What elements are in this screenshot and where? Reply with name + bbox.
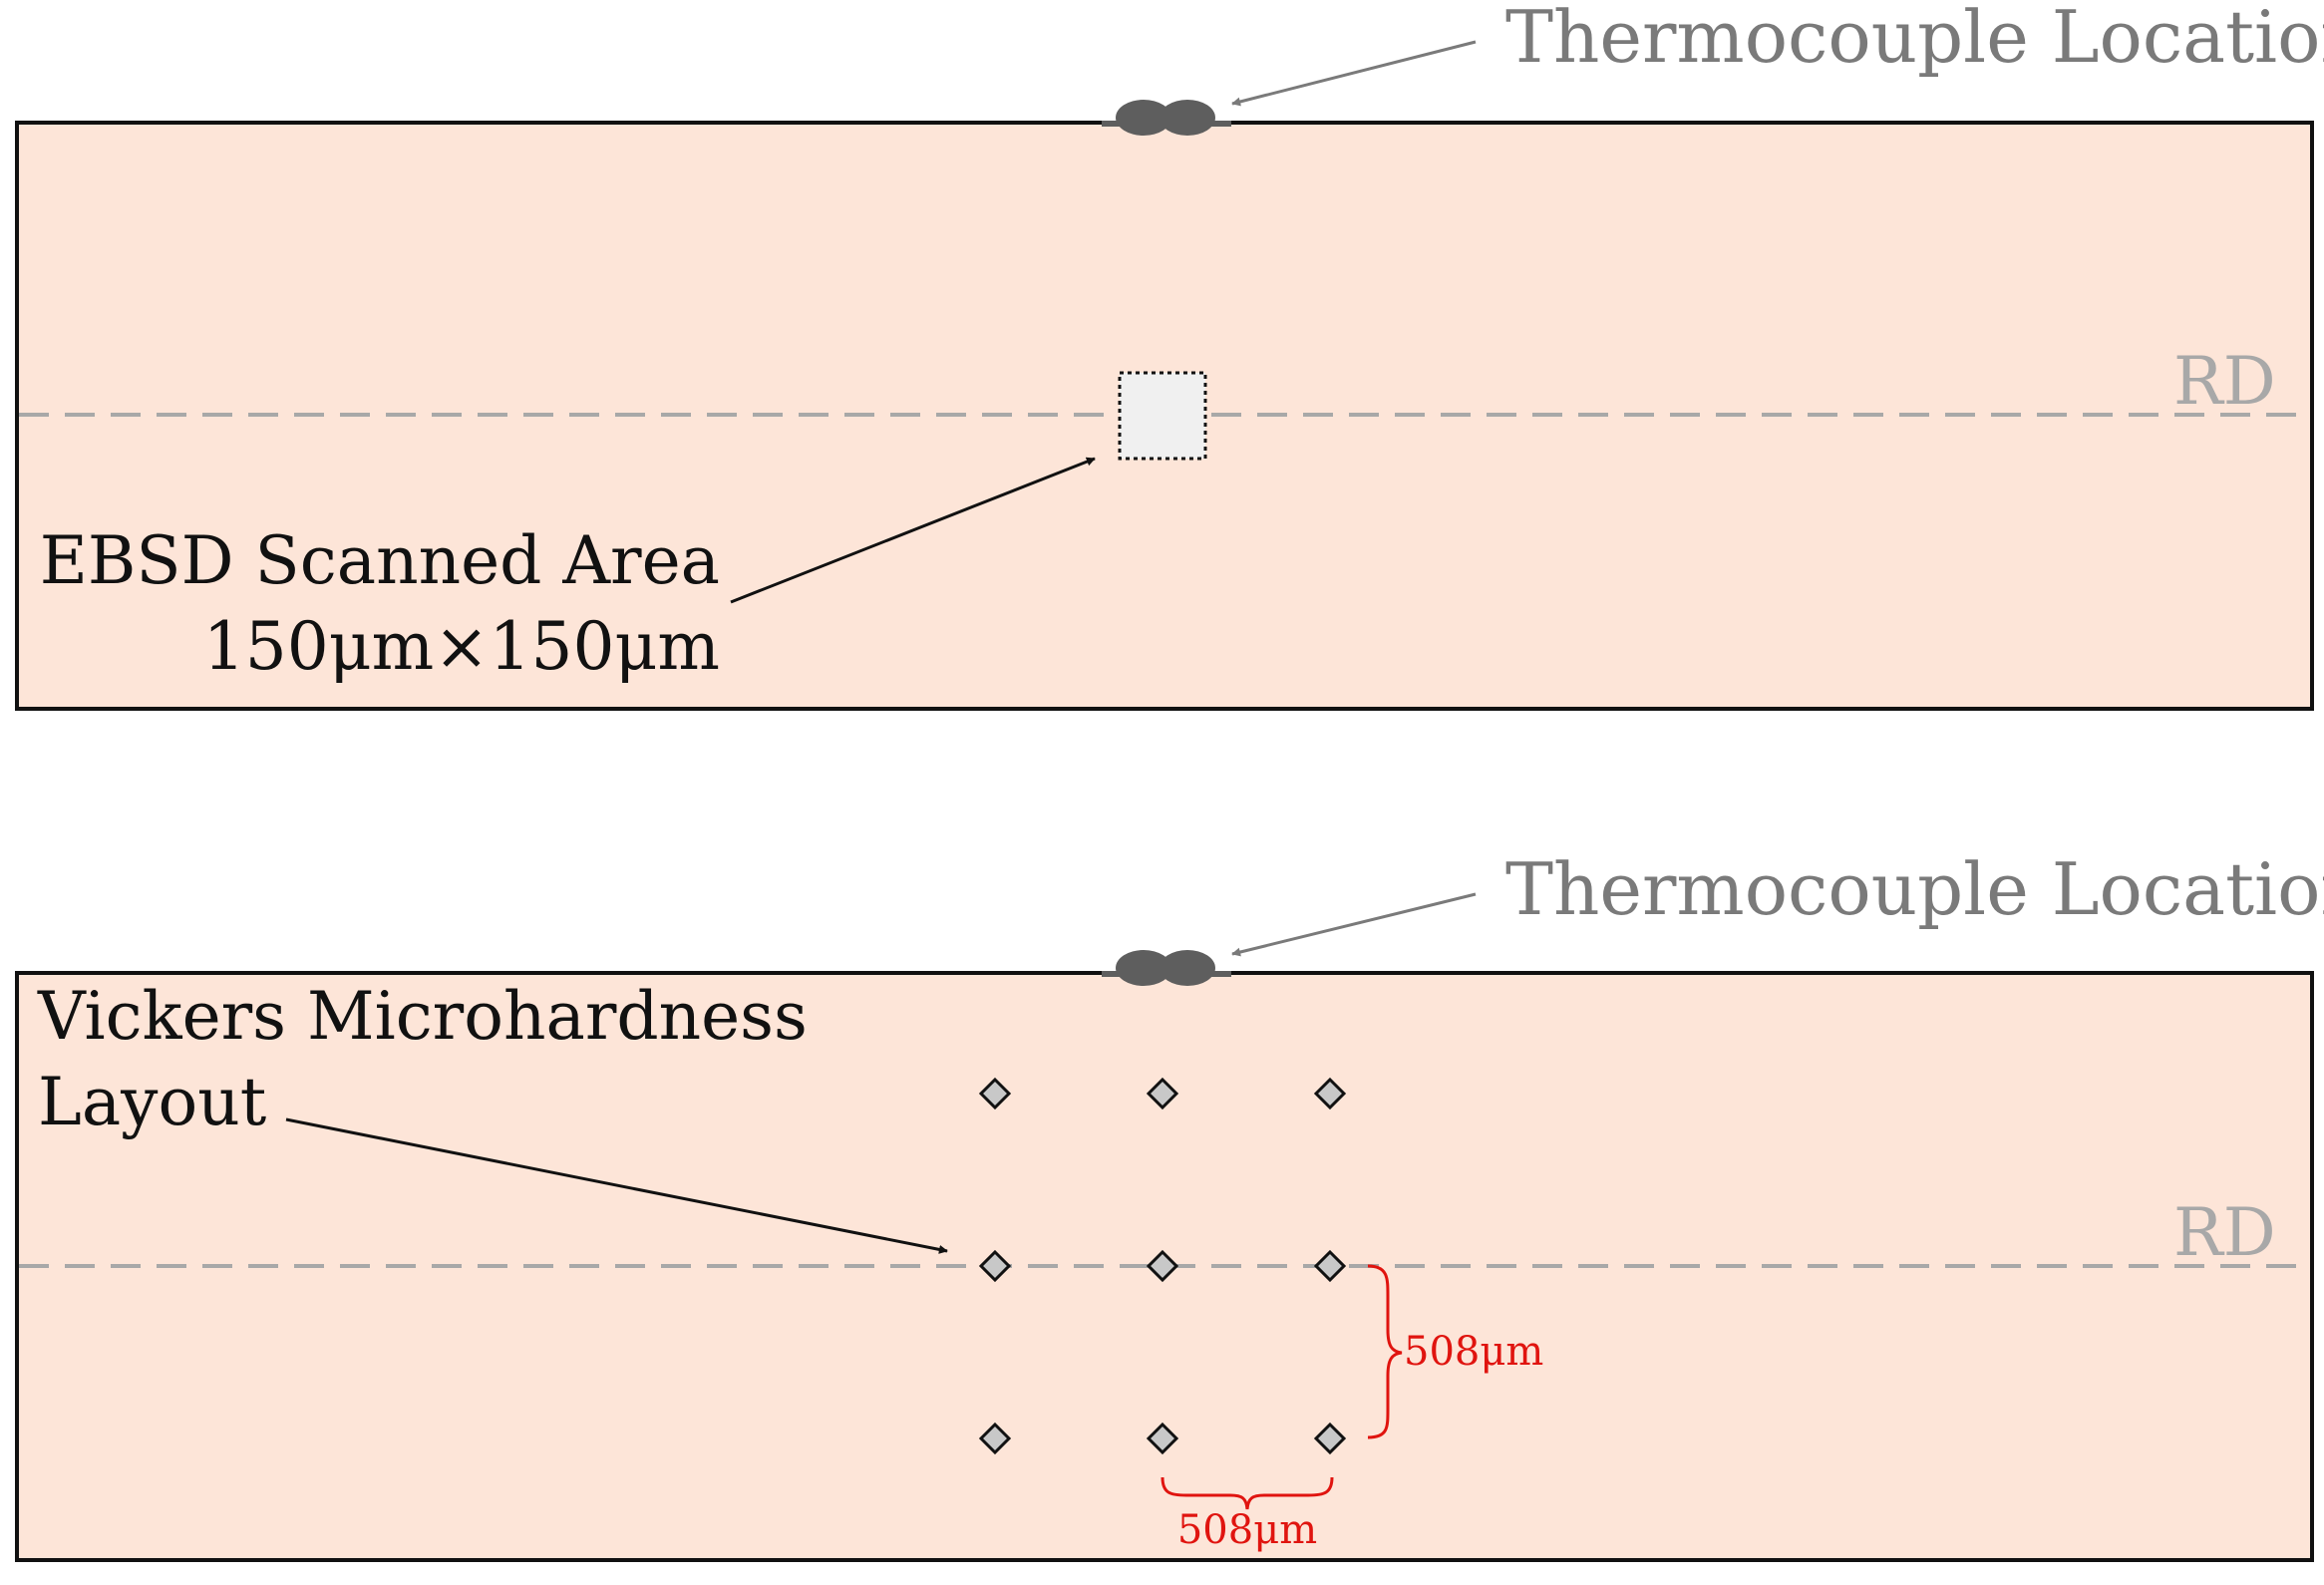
- vertical-spacing-brace: [1367, 1264, 1403, 1439]
- hardness-indent: [1313, 1249, 1347, 1283]
- rd-label: RD: [2173, 1194, 2276, 1271]
- thermocouple-base: [1102, 121, 1231, 127]
- ebsd-label: EBSD Scanned Area: [40, 522, 720, 599]
- thermocouple-label: Thermocouple Location: [1505, 0, 2324, 79]
- ebsd-scan-area: [1118, 371, 1207, 461]
- rd-label: RD: [2173, 343, 2276, 420]
- hardness-indent: [1146, 1422, 1179, 1455]
- vertical-spacing-label: 508μm: [1404, 1329, 1543, 1375]
- horizontal-spacing-brace: [1161, 1476, 1334, 1510]
- ebsd-arrow: [730, 457, 1096, 604]
- vickers-arrow: [285, 1117, 948, 1254]
- hardness-indent: [978, 1422, 1012, 1455]
- hardness-indent: [1146, 1077, 1179, 1110]
- horizontal-spacing-label: 508μm: [1177, 1507, 1317, 1553]
- panel-top: Thermocouple Location RD EBSD Scanned Ar…: [15, 0, 2324, 711]
- thermocouple-base: [1102, 971, 1231, 977]
- ebsd-size-label: 150μm×150μm: [203, 608, 720, 685]
- hardness-indent: [978, 1249, 1012, 1283]
- vickers-label-line2: Layout: [38, 1064, 266, 1140]
- thermocouple-arrow: [1231, 892, 1477, 957]
- hardness-indent: [978, 1077, 1012, 1110]
- hardness-indent: [1313, 1077, 1347, 1110]
- hardness-indent: [1313, 1422, 1347, 1455]
- panel-bottom: Thermocouple Location RD Vickers Microha…: [15, 847, 2324, 1562]
- indent-grid: [978, 1077, 1347, 1455]
- thermocouple-label: Thermocouple Location: [1505, 847, 2324, 931]
- thermocouple-arrow: [1231, 40, 1477, 107]
- hardness-indent: [1146, 1249, 1179, 1283]
- vickers-label: Vickers Microhardness: [37, 978, 808, 1055]
